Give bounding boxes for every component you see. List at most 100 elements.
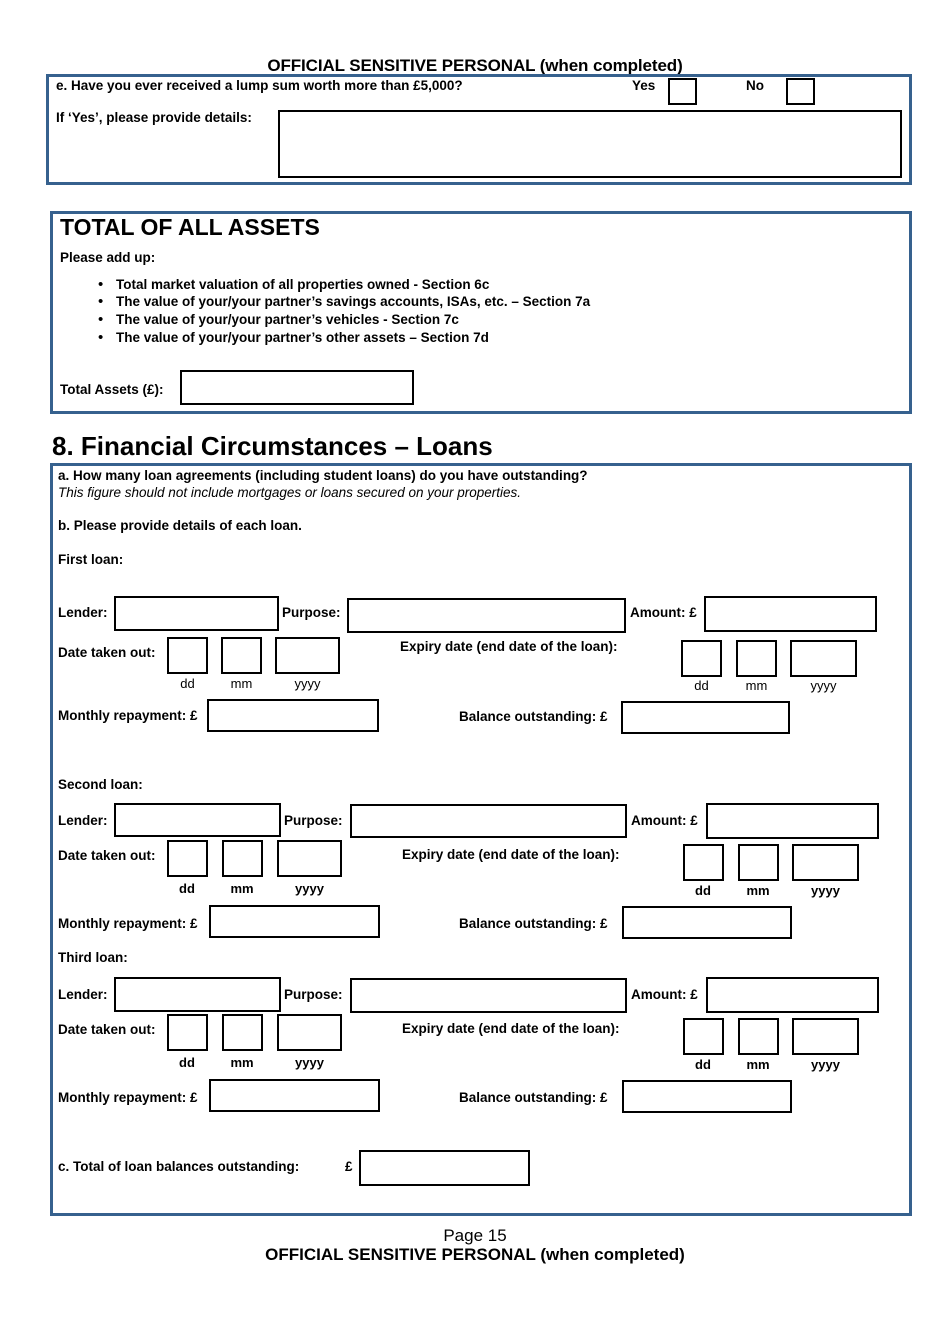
second-loan-lender-input[interactable] (114, 803, 281, 837)
third-loan-expiry-mm-label: mm (746, 1057, 770, 1072)
third-loan-taken-yyyy-label: yyyy (295, 1055, 324, 1070)
second-loan-balance-input[interactable] (622, 906, 792, 939)
lump-sum-details-input[interactable] (278, 110, 902, 178)
third-loan-monthly-label: Monthly repayment: £ (58, 1090, 198, 1105)
third-loan-taken-mm-input[interactable] (222, 1014, 263, 1051)
second-loan-taken-yyyy-input[interactable] (277, 840, 342, 877)
second-loan-expiry-mm-input[interactable] (738, 844, 779, 881)
lump-sum-no-checkbox[interactable] (786, 78, 815, 105)
loans-section-heading: 8. Financial Circumstances – Loans (52, 431, 493, 461)
total-assets-input[interactable] (180, 370, 414, 405)
third-loan-purpose-input[interactable] (350, 978, 627, 1013)
third-loan-expiry-dd-label: dd (695, 1057, 711, 1072)
loans-question-b: b. Please provide details of each loan. (58, 518, 302, 533)
third-loan-expiry-yyyy-label: yyyy (811, 1057, 840, 1072)
third-loan-balance-label: Balance outstanding: £ (459, 1090, 608, 1105)
bullet-dot-4: • (98, 329, 104, 346)
total-assets-title: TOTAL OF ALL ASSETS (60, 214, 320, 240)
yes-label: Yes (632, 78, 656, 93)
third-loan-expiry-mm-input[interactable] (738, 1018, 779, 1055)
footer-classification: OFFICIAL SENSITIVE PERSONAL (when comple… (265, 1245, 685, 1264)
first-loan-expiry-yyyy-input[interactable] (790, 640, 857, 677)
first-loan-lender-input[interactable] (114, 596, 279, 631)
third-loan-monthly-input[interactable] (209, 1079, 380, 1112)
first-loan-amount-label: Amount: £ (630, 605, 697, 620)
first-loan-date-taken-label: Date taken out: (58, 645, 156, 660)
first-loan-balance-label: Balance outstanding: £ (459, 709, 608, 724)
first-loan-taken-yyyy-input[interactable] (275, 637, 340, 674)
loans-total-currency: £ (345, 1159, 353, 1174)
third-loan-amount-input[interactable] (706, 977, 879, 1013)
second-loan-amount-label: Amount: £ (631, 813, 698, 828)
first-loan-expiry-dd-label: dd (694, 678, 709, 693)
second-loan-taken-yyyy-label: yyyy (295, 881, 324, 896)
first-loan-amount-input[interactable] (704, 596, 877, 632)
second-loan-date-taken-label: Date taken out: (58, 848, 156, 863)
first-loan-expiry-label: Expiry date (end date of the loan): (400, 639, 618, 654)
second-loan-amount-input[interactable] (706, 803, 879, 839)
third-loan-purpose-label: Purpose: (284, 987, 343, 1002)
second-loan-monthly-label: Monthly repayment: £ (58, 916, 198, 931)
first-loan-purpose-label: Purpose: (282, 605, 341, 620)
first-loan-expiry-dd-input[interactable] (681, 640, 722, 677)
second-loan-expiry-dd-label: dd (695, 883, 711, 898)
lump-sum-question: e. Have you ever received a lump sum wor… (56, 78, 463, 93)
third-loan-expiry-dd-input[interactable] (683, 1018, 724, 1055)
first-loan-expiry-mm-input[interactable] (736, 640, 777, 677)
first-loan-taken-dd-input[interactable] (167, 637, 208, 674)
third-loan-taken-dd-input[interactable] (167, 1014, 208, 1051)
third-loan-lender-input[interactable] (114, 977, 281, 1012)
third-loan-date-taken-label: Date taken out: (58, 1022, 156, 1037)
first-loan-taken-dd-label: dd (180, 676, 195, 691)
second-loan-purpose-label: Purpose: (284, 813, 343, 828)
first-loan-taken-mm-input[interactable] (221, 637, 262, 674)
first-loan-taken-mm-label: mm (230, 676, 253, 691)
first-loan-purpose-input[interactable] (347, 598, 626, 633)
third-loan-balance-input[interactable] (622, 1080, 792, 1113)
lump-sum-yes-checkbox[interactable] (668, 78, 697, 105)
second-loan-title: Second loan: (58, 777, 143, 792)
second-loan-expiry-label: Expiry date (end date of the loan): (402, 847, 620, 862)
third-loan-title: Third loan: (58, 950, 128, 965)
loans-total-input[interactable] (359, 1150, 530, 1186)
third-loan-expiry-label: Expiry date (end date of the loan): (402, 1021, 620, 1036)
first-loan-monthly-label: Monthly repayment: £ (58, 708, 198, 723)
second-loan-purpose-input[interactable] (350, 804, 627, 838)
second-loan-lender-label: Lender: (58, 813, 108, 828)
bullet-dot-2: • (98, 293, 104, 310)
third-loan-taken-dd-label: dd (179, 1055, 195, 1070)
first-loan-balance-input[interactable] (621, 701, 790, 734)
loans-total-label: c. Total of loan balances outstanding: (58, 1159, 300, 1174)
footer-page-number: Page 15 (443, 1226, 507, 1245)
second-loan-balance-label: Balance outstanding: £ (459, 916, 608, 931)
third-loan-lender-label: Lender: (58, 987, 108, 1002)
second-loan-expiry-mm-label: mm (746, 883, 770, 898)
third-loan-expiry-yyyy-input[interactable] (792, 1018, 859, 1055)
first-loan-expiry-yyyy-label: yyyy (810, 678, 837, 693)
bullet-dot-3: • (98, 311, 104, 328)
loans-question-a: a. How many loan agreements (including s… (58, 468, 588, 483)
first-loan-monthly-input[interactable] (207, 699, 379, 732)
second-loan-expiry-yyyy-label: yyyy (811, 883, 840, 898)
total-assets-intro: Please add up: (60, 250, 156, 265)
second-loan-expiry-yyyy-input[interactable] (792, 844, 859, 881)
third-loan-taken-yyyy-input[interactable] (277, 1014, 342, 1051)
third-loan-taken-mm-label: mm (230, 1055, 254, 1070)
second-loan-taken-mm-label: mm (230, 881, 254, 896)
second-loan-monthly-input[interactable] (209, 905, 380, 938)
second-loan-taken-dd-label: dd (179, 881, 195, 896)
first-loan-taken-yyyy-label: yyyy (294, 676, 321, 691)
lump-sum-details-label: If ‘Yes’, please provide details: (56, 110, 252, 125)
bullet-dot-1: • (98, 276, 104, 293)
first-loan-expiry-mm-label: mm (745, 678, 768, 693)
no-label: No (746, 78, 764, 93)
total-assets-bullet-3: The value of your/your partner’s vehicle… (116, 312, 459, 327)
second-loan-taken-mm-input[interactable] (222, 840, 263, 877)
total-assets-bullet-2: The value of your/your partner’s savings… (116, 294, 591, 309)
total-assets-label: Total Assets (£): (60, 382, 164, 397)
header-classification: OFFICIAL SENSITIVE PERSONAL (when comple… (267, 56, 683, 75)
second-loan-expiry-dd-input[interactable] (683, 844, 724, 881)
total-assets-bullet-4: The value of your/your partner’s other a… (116, 330, 489, 345)
loans-question-a-note: This figure should not include mortgages… (58, 485, 522, 500)
second-loan-taken-dd-input[interactable] (167, 840, 208, 877)
